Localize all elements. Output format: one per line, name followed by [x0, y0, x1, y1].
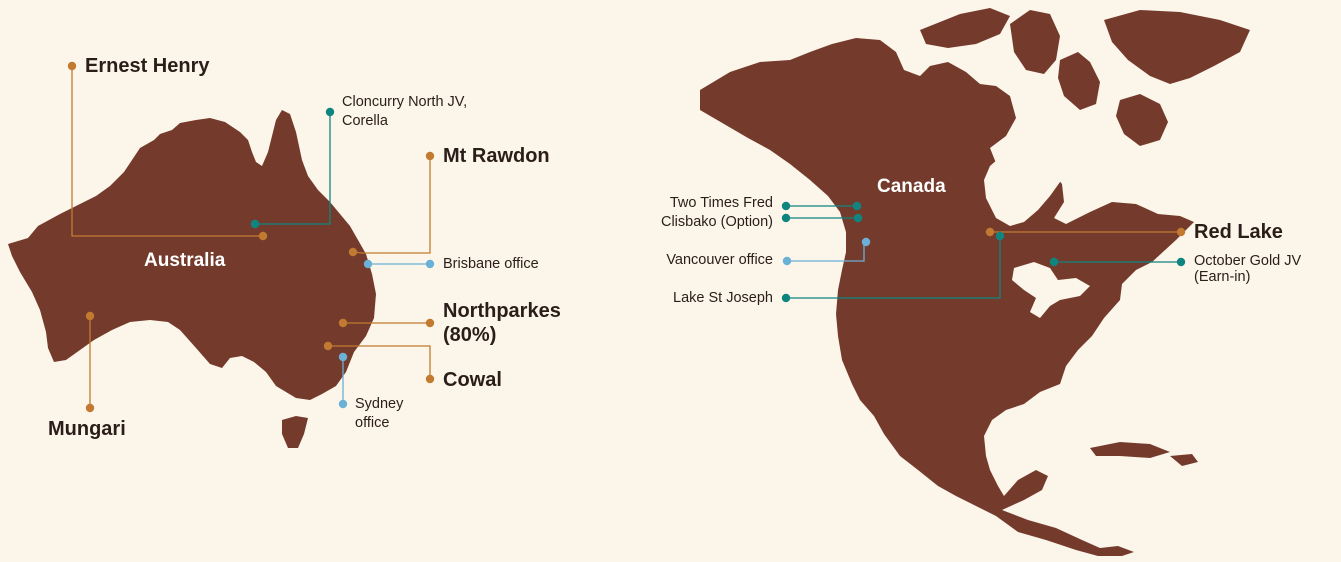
mt-rawdon-marker-end: [348, 247, 358, 257]
october-gold-line1: October Gold JV: [1194, 253, 1302, 269]
ernest-henry-marker-start: [67, 61, 77, 71]
red-lake-marker-end: [1176, 227, 1186, 237]
cloncurry-north-line2: Corella: [342, 113, 388, 129]
cowal-label: Cowal: [443, 369, 502, 391]
october-gold-marker-end: [1176, 257, 1186, 267]
cowal-marker-start: [323, 341, 333, 351]
brisbane-office-marker-end: [425, 259, 435, 269]
sydney-office-label: Sydney office: [355, 395, 403, 433]
lake-st-joseph-label: Lake St Joseph: [673, 290, 773, 306]
great-lakes: [1012, 262, 1090, 318]
australia-landmass: [8, 110, 376, 400]
clisbako-marker-start: [781, 213, 791, 223]
vancouver-office-marker-start: [782, 256, 792, 266]
red-lake-label: Red Lake: [1194, 221, 1283, 243]
northparkes-line1: Northparkes: [443, 300, 561, 322]
arctic-island-2: [1010, 10, 1060, 74]
cloncurry-north-marker-end: [250, 219, 260, 229]
vancouver-office-label: Vancouver office: [666, 252, 773, 268]
hudson-bay: [984, 146, 1062, 226]
mt-rawdon-leader-line: [352, 156, 431, 254]
two-times-fred-marker-end: [852, 201, 862, 211]
canada-region-label: Canada: [877, 176, 946, 197]
two-times-fred-marker-start: [781, 201, 791, 211]
vancouver-office-leader-line: [787, 242, 865, 262]
red-lake-marker-start: [985, 227, 995, 237]
two-times-fred-label: Two Times Fred: [669, 195, 773, 211]
vancouver-office-marker-end: [861, 237, 871, 247]
ernest-henry-label: Ernest Henry: [85, 55, 210, 77]
october-gold-line2: (Earn-in): [1194, 269, 1251, 285]
sydney-office-marker-end: [338, 399, 348, 409]
brisbane-office-marker-start: [363, 259, 373, 269]
northparkes-line2: (80%): [443, 324, 497, 346]
arctic-island-1: [920, 8, 1010, 48]
cloncurry-north-line1: Cloncurry North JV,: [342, 94, 468, 110]
arctic-island-3: [1058, 52, 1100, 110]
cloncurry-north-leader-line: [255, 112, 331, 225]
sydney-office-marker-start: [338, 352, 348, 362]
lake-st-joseph-leader-line: [786, 236, 1001, 299]
mt-rawdon-marker-start: [425, 151, 435, 161]
lake-st-joseph-marker-start: [781, 293, 791, 303]
clisbako-label: Clisbako (Option): [660, 214, 773, 230]
arctic-island-4: [1104, 10, 1250, 84]
mungari-marker-end: [85, 403, 95, 413]
october-gold-label: October Gold JV (Earn-in): [1194, 253, 1301, 285]
cloncurry-north-marker-start: [325, 107, 335, 117]
tasmania: [282, 416, 308, 448]
mungari-label: Mungari: [48, 418, 126, 440]
october-gold-marker-start: [1049, 257, 1059, 267]
sydney-office-line1: Sydney: [355, 396, 404, 412]
cowal-leader-line: [328, 345, 431, 379]
mungari-marker-start: [85, 311, 95, 321]
sydney-office-line2: office: [355, 415, 390, 431]
northparkes-marker-end: [425, 318, 435, 328]
north-america-landmass: [700, 38, 1194, 556]
australia-region-label: Australia: [144, 250, 226, 271]
caribbean-island-1: [1090, 442, 1170, 458]
caribbean-island-2: [1170, 454, 1198, 466]
mt-rawdon-label: Mt Rawdon: [443, 145, 550, 167]
northparkes-label: Northparkes (80%): [443, 299, 561, 347]
brisbane-office-label: Brisbane office: [443, 256, 539, 272]
lake-st-joseph-marker-end: [995, 231, 1005, 241]
arctic-island-5: [1116, 94, 1168, 146]
cloncurry-north-label: Cloncurry North JV, Corella: [342, 93, 467, 131]
ernest-henry-leader-line: [71, 66, 263, 237]
clisbako-marker-end: [853, 213, 863, 223]
cowal-marker-end: [425, 374, 435, 384]
northparkes-marker-start: [338, 318, 348, 328]
ernest-henry-marker-end: [258, 231, 268, 241]
